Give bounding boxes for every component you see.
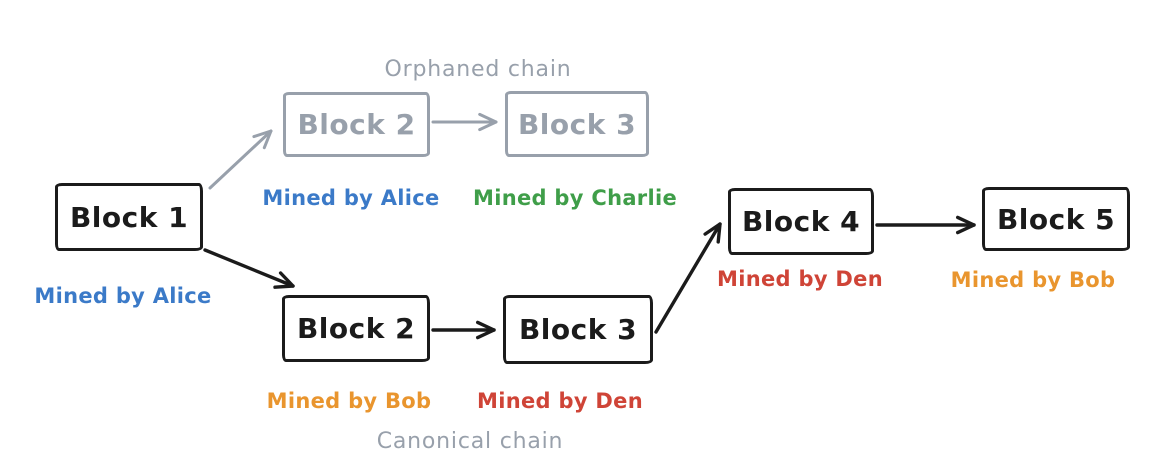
block4-miner-label: Mined by Den bbox=[717, 267, 883, 291]
arrow-block1-to-orphan-block2 bbox=[208, 129, 273, 190]
canonical-chain-label: Canonical chain bbox=[376, 429, 564, 454]
arrow-block4-to-block5 bbox=[875, 215, 976, 235]
arrow-block1-to-canon-block2 bbox=[203, 248, 295, 289]
orphaned-chain-label: Orphaned chain bbox=[384, 57, 572, 82]
arrow-canon-block3-to-block4 bbox=[654, 222, 722, 334]
block4-label: Block 4 bbox=[741, 205, 861, 238]
canon-block3-label: Block 3 bbox=[518, 313, 638, 346]
block5-miner-label: Mined by Bob bbox=[950, 268, 1116, 292]
canon-block2-node: Block 2 bbox=[282, 295, 430, 362]
canon-block2-label: Block 2 bbox=[296, 312, 416, 345]
canon-block3-node: Block 3 bbox=[503, 295, 653, 364]
orphan-block2-label: Block 2 bbox=[297, 108, 416, 141]
orphan-block3-node: Block 3 bbox=[505, 91, 649, 157]
block1-node: Block 1 bbox=[55, 183, 203, 251]
block5-label: Block 5 bbox=[996, 202, 1116, 236]
canon-block2-miner-label: Mined by Bob bbox=[266, 389, 432, 413]
block1-label: Block 1 bbox=[69, 200, 189, 234]
orphan-block2-miner-label: Mined by Alice bbox=[262, 186, 440, 210]
canon-block3-miner-label: Mined by Den bbox=[477, 389, 643, 413]
arrow-canon-block2-to-canon-block3 bbox=[431, 320, 496, 340]
orphan-block3-label: Block 3 bbox=[517, 107, 637, 141]
orphan-block2-node: Block 2 bbox=[283, 92, 430, 157]
orphan-block3-miner-label: Mined by Charlie bbox=[473, 186, 677, 210]
arrow-orphan-block2-to-orphan-block3 bbox=[431, 112, 498, 132]
block5-node: Block 5 bbox=[982, 187, 1130, 251]
block4-node: Block 4 bbox=[728, 188, 874, 255]
block1-miner-label: Mined by Alice bbox=[34, 284, 212, 308]
